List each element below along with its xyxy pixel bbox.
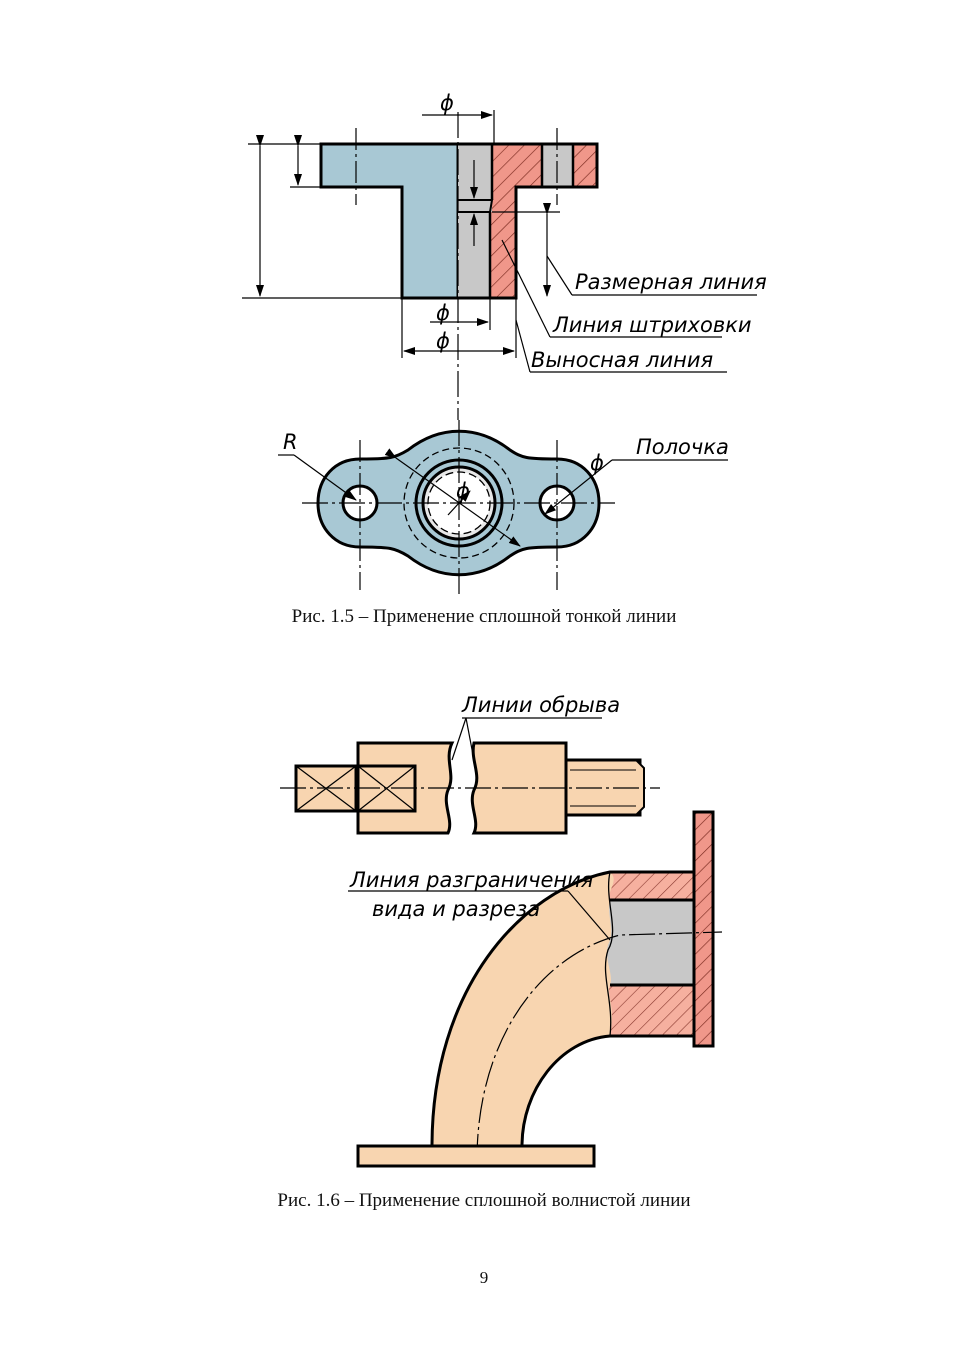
dimension-line-label: Размерная линия	[575, 270, 767, 294]
leader-shelf-label: Полочка	[636, 435, 729, 459]
diameter-top-label: ϕ	[440, 91, 454, 115]
figure-1-6-caption: Рис. 1.6 – Применение сплошной волнистой…	[277, 1190, 691, 1211]
dimension-lines-1-5	[242, 110, 757, 373]
extension-line-label: Выносная линия	[531, 348, 713, 372]
diameter-outer-label: ϕ	[436, 329, 450, 353]
radius-label: R	[283, 430, 298, 454]
diameter-bore-label: ϕ	[456, 479, 470, 503]
pipe-elbow	[348, 810, 723, 1168]
boundary-line-label-2: вида и разреза	[372, 897, 540, 921]
flange-front-view	[319, 112, 599, 420]
figure-1-5-caption: Рис. 1.5 – Применение сплошной тонкой ли…	[291, 606, 677, 627]
flange-top-view	[278, 420, 728, 595]
break-lines-label: Линии обрыва	[461, 693, 620, 717]
diameter-inner-label: ϕ	[436, 301, 450, 325]
shaft-with-break	[280, 717, 660, 835]
diameter-hole-label: ϕ	[590, 451, 604, 475]
boundary-line-label-1: Линия разграничения	[349, 868, 593, 892]
hatch-line-label: Линия штриховки	[552, 313, 752, 337]
page-number: 9	[479, 1268, 489, 1287]
